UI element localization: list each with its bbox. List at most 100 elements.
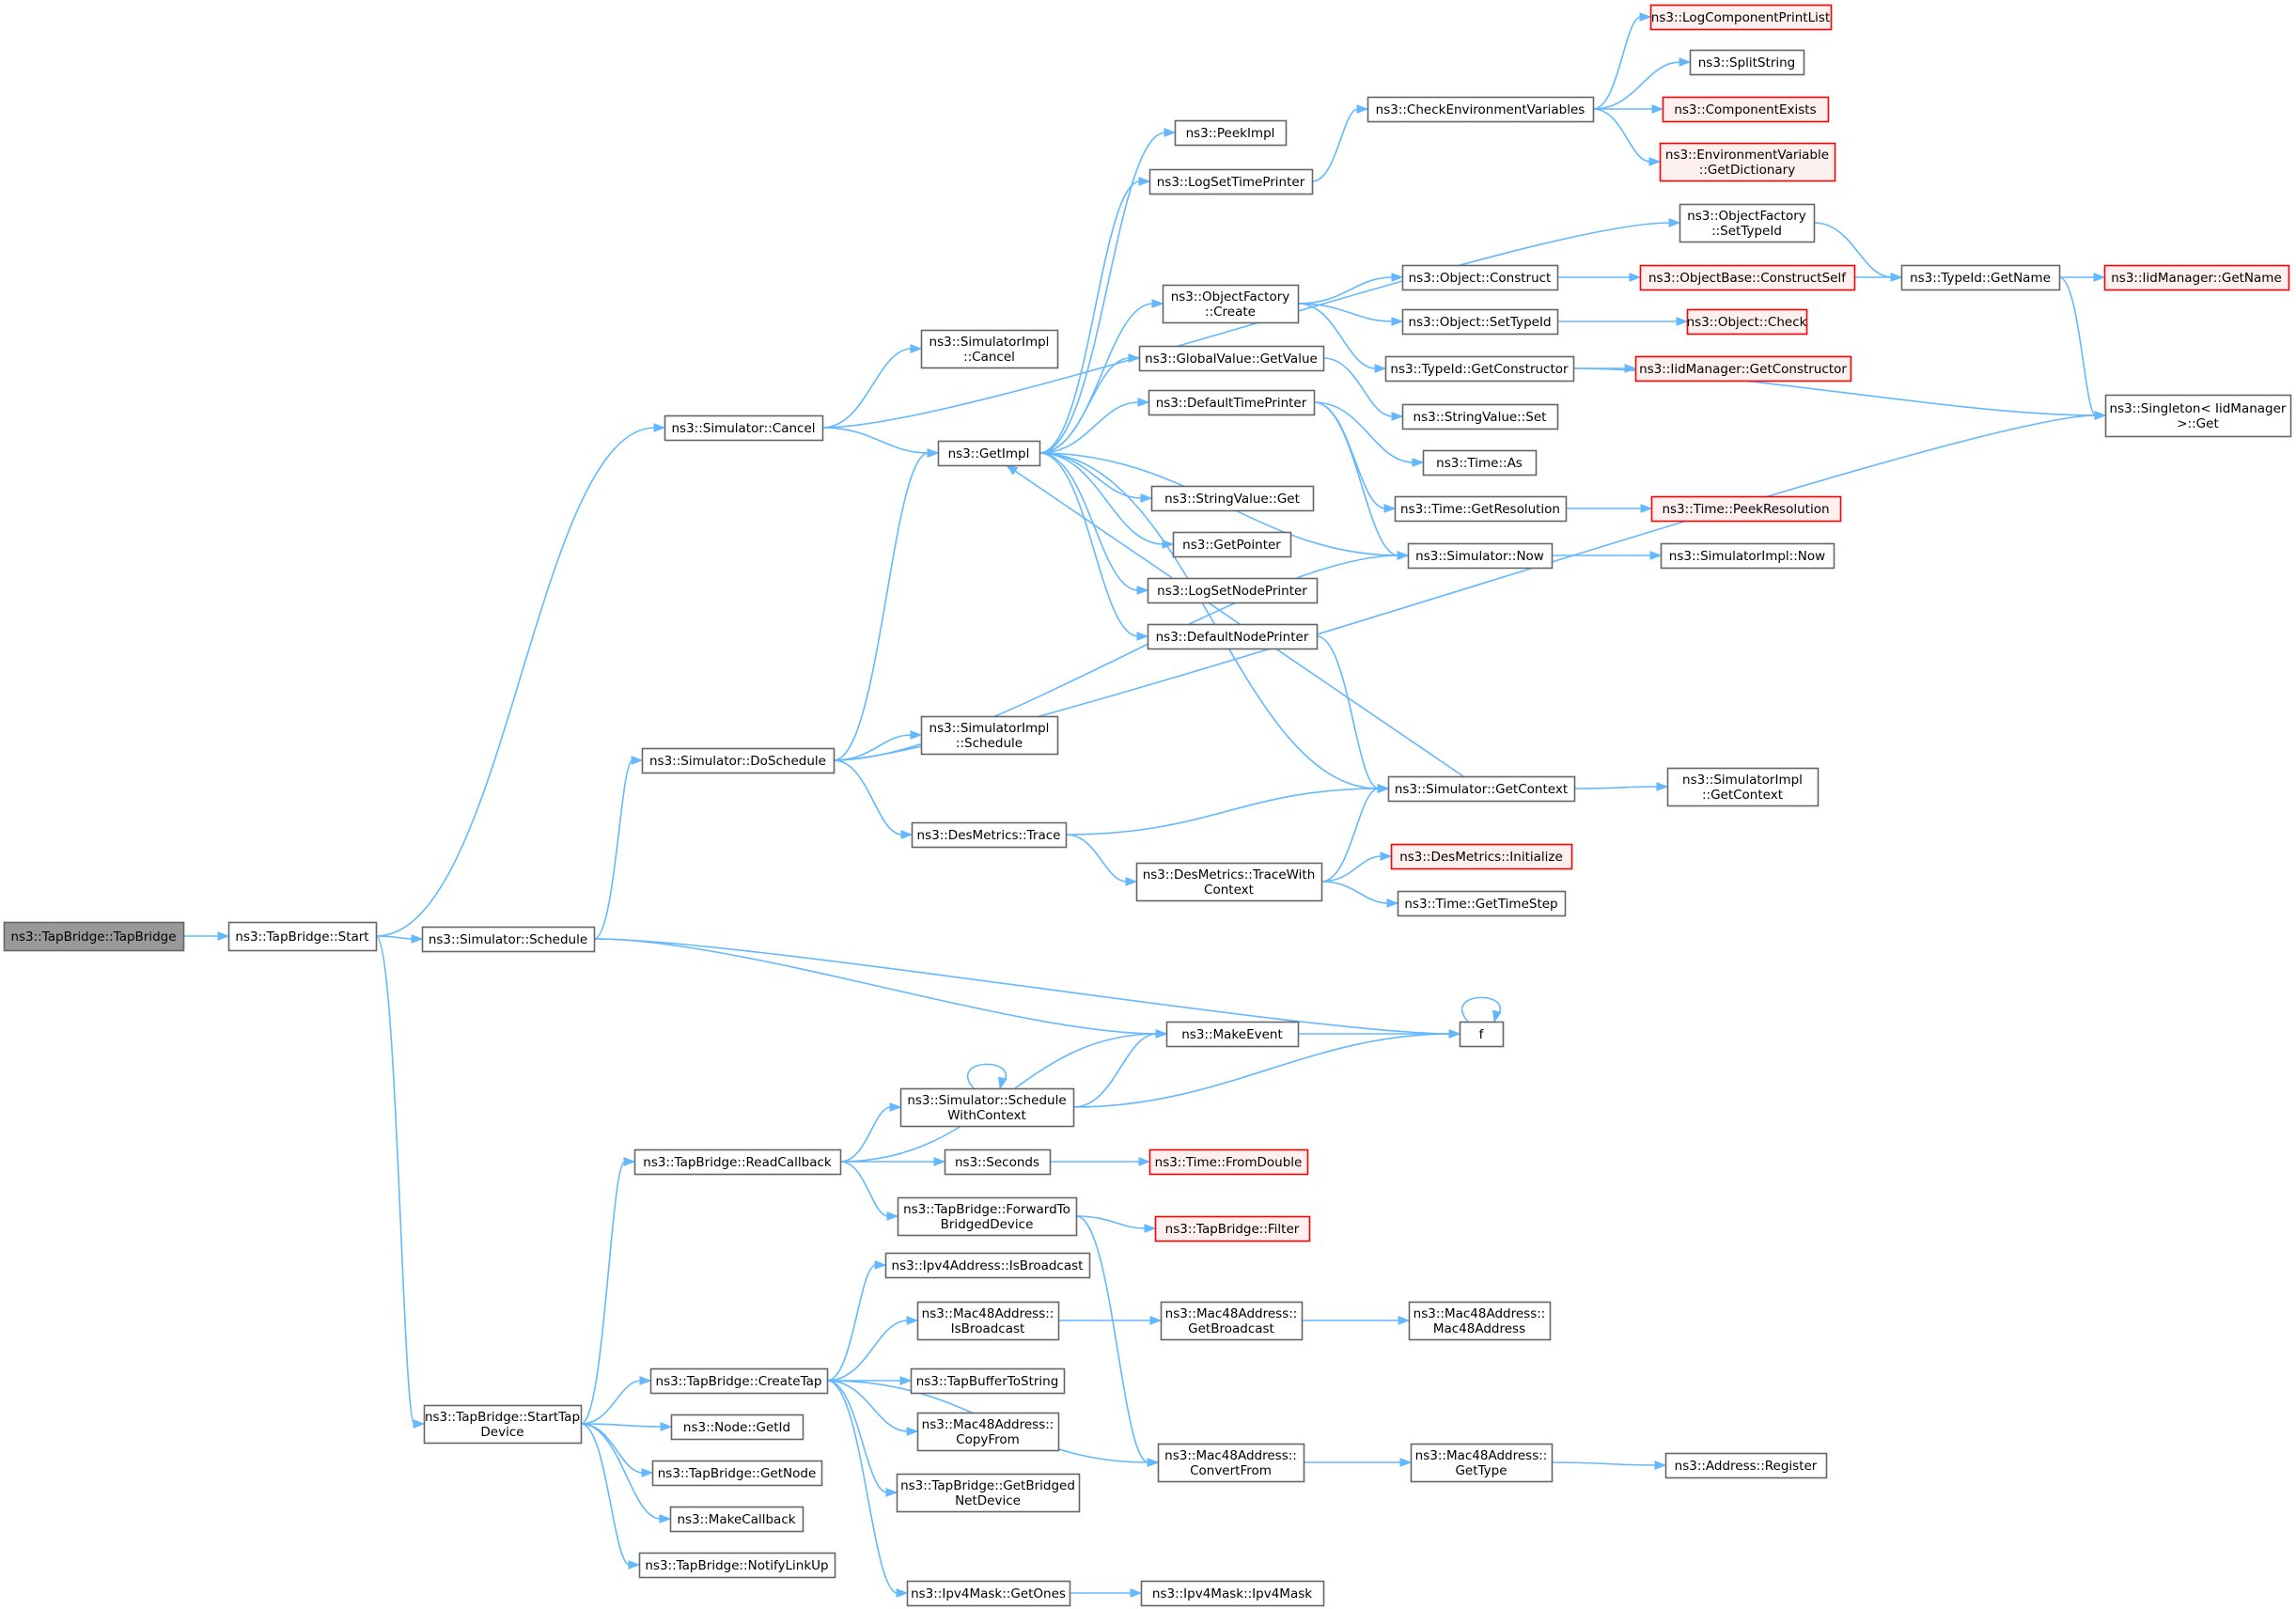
node-n67[interactable]: ns3::TapBridge::NotifyLinkUp: [638, 1552, 836, 1579]
node-label: ns3::PeekImpl: [1186, 126, 1275, 141]
node-n63[interactable]: ns3::Mac48Address::GetType: [1410, 1443, 1554, 1483]
node-n52[interactable]: ns3::Ipv4Address::IsBroadcast: [884, 1252, 1091, 1279]
node-n19[interactable]: ns3::Object::SetTypeId: [1401, 308, 1559, 336]
node-label: ns3::TapBridge::NotifyLinkUp: [645, 1558, 828, 1573]
node-label: ns3::TapBridge::Filter: [1165, 1222, 1300, 1237]
node-n9[interactable]: ns3::SplitString: [1689, 49, 1805, 76]
node-n58[interactable]: ns3::Mac48Address::CopyFrom: [916, 1412, 1060, 1452]
node-n29[interactable]: ns3::Simulator::Now: [1407, 542, 1554, 570]
node-n12[interactable]: ns3::ObjectFactory::SetTypeId: [1679, 203, 1816, 243]
node-n54[interactable]: ns3::Mac48Address::GetBroadcast: [1160, 1301, 1304, 1341]
node-n4[interactable]: ns3::GetImpl: [937, 440, 1041, 467]
node-label: ns3::Time::GetTimeStep: [1404, 897, 1557, 912]
edge-n23-n24: [1322, 357, 1404, 421]
node-n53[interactable]: ns3::Mac48Address::IsBroadcast: [916, 1301, 1060, 1341]
node-n0[interactable]: ns3::TapBridge::TapBridge: [3, 921, 185, 952]
node-n43[interactable]: ns3::Simulator::Schedule: [421, 926, 596, 953]
edge-n18-n13: [1854, 273, 1903, 282]
node-n56[interactable]: ns3::TapBridge::CreateTap: [649, 1367, 829, 1395]
node-n69[interactable]: ns3::Ipv4Mask::Ipv4Mask: [1140, 1580, 1325, 1607]
node-n15[interactable]: ns3::Singleton< IidManager>::Get: [2104, 394, 2292, 438]
node-n51[interactable]: ns3::TapBridge::Filter: [1154, 1215, 1311, 1242]
node-n64[interactable]: ns3::Address::Register: [1664, 1452, 1828, 1479]
node-n5[interactable]: ns3::PeekImpl: [1174, 119, 1288, 147]
node-n37[interactable]: ns3::Simulator::GetContext: [1387, 775, 1576, 803]
node-n44[interactable]: ns3::MakeEvent: [1165, 1021, 1300, 1048]
edge-n46-n44: [1072, 1029, 1168, 1108]
node-n68[interactable]: ns3::Ipv4Mask::GetOnes: [906, 1580, 1071, 1607]
node-n18[interactable]: ns3::ObjectBase::ConstructSelf: [1639, 264, 1856, 291]
node-n42[interactable]: ns3::Time::GetTimeStep: [1397, 890, 1567, 917]
node-n65[interactable]: ns3::TapBridge::GetNode: [651, 1460, 823, 1487]
node-n26[interactable]: ns3::Time::As: [1422, 449, 1538, 476]
node-n66[interactable]: ns3::MakeCallback: [669, 1506, 804, 1533]
node-n20[interactable]: ns3::Object::Check: [1687, 308, 1808, 336]
node-label: ns3::ObjectBase::ConstructSelf: [1648, 271, 1847, 286]
node-label: WithContext: [947, 1108, 1026, 1123]
node-n21[interactable]: ns3::TypeId::GetConstructor: [1384, 355, 1575, 383]
edge-n46-n45: [1072, 1029, 1461, 1108]
node-label: ns3::TapBufferToString: [916, 1374, 1059, 1389]
node-n57[interactable]: ns3::TapBufferToString: [910, 1367, 1066, 1395]
node-label: ns3::DefaultTimePrinter: [1156, 396, 1307, 411]
node-n27[interactable]: ns3::Time::GetResolution: [1394, 495, 1568, 523]
node-n34[interactable]: ns3::DefaultNodePrinter: [1147, 623, 1319, 650]
node-box: [2104, 394, 2292, 438]
node-label: ns3::DesMetrics::TraceWith: [1143, 867, 1316, 883]
node-box: [651, 1460, 823, 1487]
node-label: ns3::Time::As: [1436, 456, 1523, 471]
node-box: [423, 1404, 583, 1445]
node-box: [911, 821, 1068, 849]
node-n10[interactable]: ns3::ComponentExists: [1662, 96, 1830, 123]
node-box: [641, 747, 836, 774]
node-n24[interactable]: ns3::StringValue::Set: [1401, 403, 1559, 430]
node-n28[interactable]: ns3::Time::PeekResolution: [1650, 495, 1842, 523]
node-n35[interactable]: ns3::Simulator::DoSchedule: [641, 747, 836, 774]
node-n31[interactable]: ns3::StringValue::Get: [1150, 485, 1315, 512]
node-n2[interactable]: ns3::Simulator::Cancel: [664, 414, 824, 442]
node-n13[interactable]: ns3::TypeId::GetName: [1900, 264, 2061, 291]
node-box: [1410, 1443, 1554, 1483]
node-n17[interactable]: ns3::Object::Construct: [1401, 264, 1559, 291]
node-n8[interactable]: ns3::LogComponentPrintList: [1649, 4, 1833, 31]
node-n47[interactable]: ns3::TapBridge::ReadCallback: [633, 1148, 842, 1176]
node-n22[interactable]: ns3::IidManager::GetConstructor: [1634, 355, 1852, 383]
node-box: [1148, 168, 1314, 195]
node-label: ns3::GetImpl: [948, 446, 1030, 461]
node-n32[interactable]: ns3::GetPointer: [1172, 531, 1292, 558]
node-box: [1148, 389, 1316, 416]
node-n49[interactable]: ns3::Time::FromDouble: [1148, 1148, 1309, 1176]
node-box: [1401, 264, 1559, 291]
node-label: ns3::DesMetrics::Trace: [917, 828, 1061, 843]
node-n38[interactable]: ns3::SimulatorImpl::GetContext: [1666, 767, 1820, 807]
node-n14[interactable]: ns3::IidManager::GetName: [2103, 264, 2290, 291]
node-n45[interactable]: f: [1459, 1021, 1505, 1048]
edge-n47-n46: [839, 1102, 902, 1163]
node-n33[interactable]: ns3::LogSetNodePrinter: [1147, 577, 1319, 604]
node-n55[interactable]: ns3::Mac48Address::Mac48Address: [1408, 1301, 1552, 1341]
node-n7[interactable]: ns3::CheckEnvironmentVariables: [1367, 96, 1595, 123]
node-n11[interactable]: ns3::EnvironmentVariable::GetDictionary: [1659, 142, 1836, 182]
node-n3[interactable]: ns3::SimulatorImpl::Cancel: [920, 329, 1059, 369]
node-n39[interactable]: ns3::DesMetrics::Trace: [911, 821, 1068, 849]
node-n41[interactable]: ns3::DesMetrics::Initialize: [1390, 843, 1573, 870]
node-n16[interactable]: ns3::ObjectFactory::Create: [1162, 284, 1300, 324]
node-n36[interactable]: ns3::SimulatorImpl::Schedule: [920, 715, 1059, 756]
node-n6[interactable]: ns3::LogSetTimePrinter: [1148, 168, 1314, 195]
node-n23[interactable]: ns3::GlobalValue::GetValue: [1138, 345, 1325, 372]
node-n25[interactable]: ns3::DefaultTimePrinter: [1148, 389, 1316, 416]
node-n30[interactable]: ns3::SimulatorImpl::Now: [1660, 542, 1835, 570]
edge-n4-n5: [1039, 128, 1177, 454]
node-n48[interactable]: ns3::Seconds: [944, 1148, 1052, 1176]
node-n1[interactable]: ns3::TapBridge::Start: [227, 921, 378, 952]
node-n60[interactable]: ns3::Node::GetId: [670, 1414, 804, 1441]
node-box: [1401, 403, 1559, 430]
node-label: ns3::ObjectFactory: [1687, 209, 1806, 224]
node-n62[interactable]: ns3::Mac48Address::ConvertFrom: [1157, 1443, 1305, 1483]
edge-n40-n42: [1320, 881, 1399, 908]
